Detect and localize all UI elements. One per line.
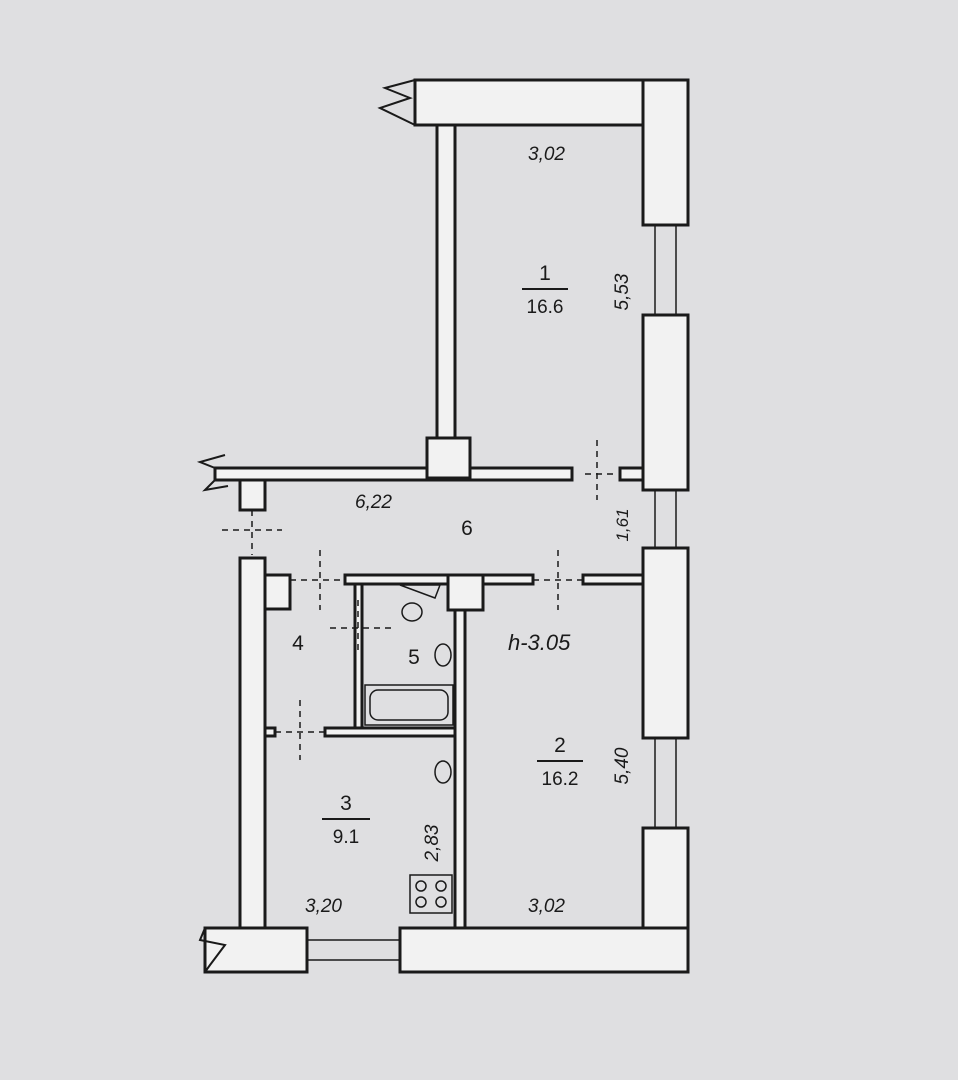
break-lines (196, 79, 416, 973)
dim-room1-width: 3,02 (528, 144, 565, 165)
fixtures (364, 584, 454, 914)
dim-room3-width: 3,20 (305, 896, 342, 917)
dim-room2-length: 5,40 (612, 747, 633, 784)
room2-number: 2 (554, 734, 566, 757)
toilet-icon (401, 602, 423, 622)
bathtub-icon (364, 684, 454, 726)
labels: 3,02 1 16.6 5,53 6,22 6 1,61 4 5 h-3.05 … (292, 144, 633, 917)
dim-room1-length: 5,53 (612, 273, 633, 310)
room1-area: 16.6 (527, 297, 564, 318)
stove-icon (409, 874, 453, 914)
dim-room2-width: 3,02 (528, 896, 565, 917)
dim-room3-length: 2,83 (422, 824, 443, 862)
door-marks (222, 440, 615, 760)
walls (203, 78, 690, 974)
room5-number: 5 (408, 646, 420, 669)
ceiling-height: h-3.05 (508, 630, 571, 655)
dim-corridor-width: 1,61 (613, 508, 632, 541)
room4-number: 4 (292, 632, 304, 655)
room1-number: 1 (539, 262, 551, 285)
dim-corridor-length: 6,22 (355, 492, 392, 513)
room2-area: 16.2 (542, 769, 579, 790)
sink-icon (434, 643, 452, 667)
kitchen-sink-icon (434, 760, 452, 784)
windows (307, 225, 677, 961)
room3-number: 3 (340, 792, 352, 815)
room6-number: 6 (461, 517, 473, 540)
room3-area: 9.1 (333, 827, 359, 848)
